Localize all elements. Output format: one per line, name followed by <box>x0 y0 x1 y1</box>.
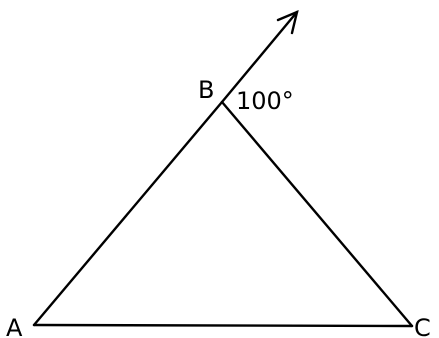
side-ab <box>32 100 224 327</box>
side-bc <box>220 100 414 328</box>
vertex-label-c: C <box>414 314 431 338</box>
extension-ray <box>220 10 299 104</box>
side-ac <box>32 323 414 328</box>
vertex-label-b: B <box>198 76 214 104</box>
arrowhead <box>276 9 299 35</box>
vertex-label-a: A <box>6 314 23 338</box>
exterior-angle-label: 100° <box>236 87 294 115</box>
